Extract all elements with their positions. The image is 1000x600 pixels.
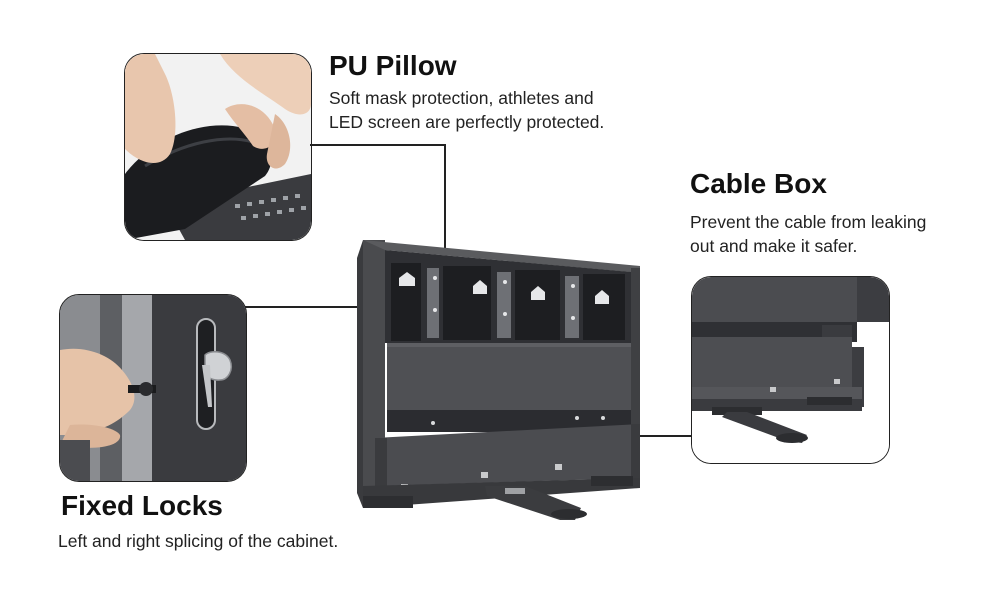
cable-box-connector <box>638 435 691 437</box>
cable-box-title: Cable Box <box>690 168 827 199</box>
cable-box-desc-line1: Prevent the cable from leaking <box>690 212 927 232</box>
fixed-locks-connector <box>245 306 363 308</box>
pu-pillow-photo <box>124 53 312 241</box>
fixed-locks-photo <box>59 294 247 482</box>
led-cabinet-product-image <box>355 238 645 523</box>
pu-pillow-connector-v <box>444 144 446 250</box>
pu-pillow-desc-line2: LED screen are perfectly protected. <box>329 112 605 132</box>
fixed-locks-title: Fixed Locks <box>61 490 223 521</box>
cable-box-photo <box>691 276 890 464</box>
pu-pillow-title: PU Pillow <box>329 50 457 81</box>
pu-pillow-desc-line1: Soft mask protection, athletes and <box>329 88 594 108</box>
cable-box-desc-line2: out and make it safer. <box>690 236 858 256</box>
fixed-locks-desc: Left and right splicing of the cabinet. <box>58 531 339 551</box>
pu-pillow-connector-h <box>310 144 445 146</box>
